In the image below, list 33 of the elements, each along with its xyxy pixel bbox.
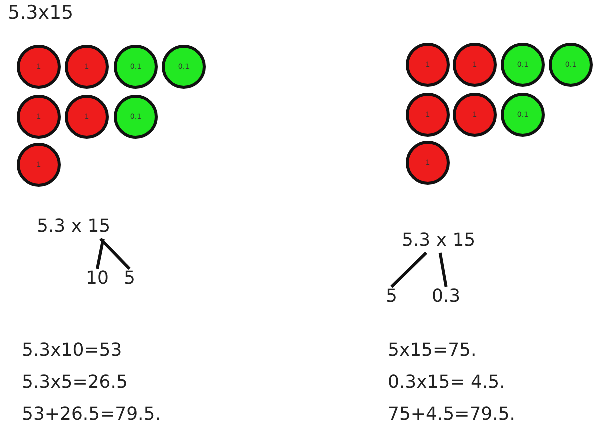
place-value-counter — [453, 93, 497, 137]
equation: 0.3x15= 4.5. — [388, 372, 506, 393]
number-text: 5 — [386, 286, 398, 308]
place-value-counter — [114, 95, 158, 139]
place-value-counter — [17, 45, 61, 89]
place-value-counter — [501, 43, 545, 87]
equation: 5.3x10=53 — [22, 340, 122, 361]
place-value-counter — [406, 43, 450, 87]
place-value-counter — [406, 93, 450, 137]
place-value-counter — [453, 43, 497, 87]
number-text: 5 — [124, 268, 136, 290]
place-value-counter — [65, 45, 109, 89]
number-text: 5.3 x 15 — [402, 230, 476, 252]
partition-line — [96, 238, 105, 270]
place-value-counter — [114, 45, 158, 89]
partition-line — [390, 252, 428, 288]
number-text: 5.3 x 15 — [37, 216, 111, 238]
number-text: 10 — [86, 268, 109, 290]
place-value-counter — [549, 43, 593, 87]
partition-line — [438, 252, 448, 288]
place-value-counter — [17, 95, 61, 139]
title: 5.3x15 — [8, 2, 74, 24]
number-text: 0.3 — [432, 286, 461, 308]
place-value-counter — [17, 143, 61, 187]
equation: 53+26.5=79.5. — [22, 404, 161, 425]
place-value-counter — [406, 141, 450, 185]
place-value-counter — [501, 93, 545, 137]
partition-line — [100, 238, 131, 270]
place-value-counter — [65, 95, 109, 139]
equation: 75+4.5=79.5. — [388, 404, 516, 425]
place-value-counter — [162, 45, 206, 89]
equation: 5x15=75. — [388, 340, 477, 361]
equation: 5.3x5=26.5 — [22, 372, 128, 393]
